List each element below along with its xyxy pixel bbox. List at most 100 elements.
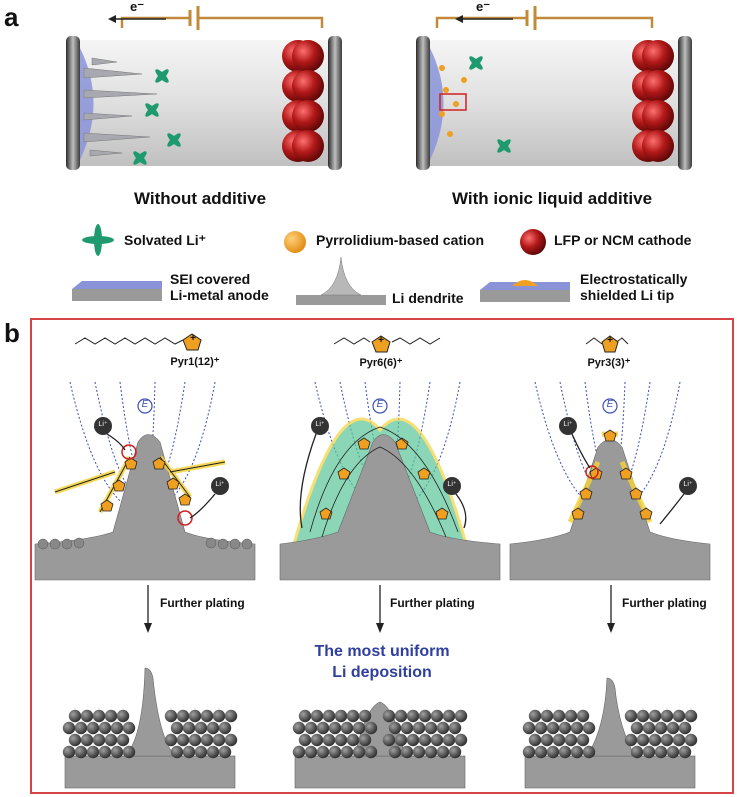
li-deposit-ball [394, 709, 408, 723]
li-deposit-ball [110, 721, 124, 735]
li-deposit-ball [436, 721, 450, 735]
electron-arrow-right [455, 15, 513, 23]
li-deposit-ball [170, 745, 184, 759]
li-deposit-ball [116, 709, 130, 723]
solvated-li-icon [133, 69, 181, 165]
li-deposit-ball [624, 709, 638, 723]
li-deposit-ball [62, 745, 76, 759]
li-deposit-ball [534, 721, 548, 735]
li-deposit-ball [80, 733, 94, 747]
li-deposit-ball [194, 745, 208, 759]
li-deposit-ball [642, 745, 656, 759]
column-1-cation-symbol: + [190, 333, 196, 344]
li-deposit-ball [92, 733, 106, 747]
cell-left-title: Without additive [133, 189, 267, 208]
li-deposit-ball [224, 733, 238, 747]
li-deposit-ball [540, 733, 554, 747]
li-deposit-ball [164, 709, 178, 723]
li-deposit-ball [164, 733, 178, 747]
column-2-li-ion-a: Li⁺ [315, 421, 325, 428]
li-deposit-ball [310, 733, 324, 747]
li-deposit-ball [558, 745, 572, 759]
li-deposit-ball [388, 721, 402, 735]
li-deposit-ball [346, 709, 360, 723]
li-deposit-ball [334, 733, 348, 747]
column-3-li-ion-b: Li⁺ [683, 481, 693, 488]
column-1-illustration [34, 333, 256, 581]
li-deposit-ball [292, 745, 306, 759]
legend-pyr-cation: Pyrrolidium-based cation [316, 232, 485, 248]
li-deposit-ball [188, 709, 202, 723]
li-deposit-ball [110, 745, 124, 759]
column-3-ion-label: Pyr3(3)⁺ [587, 357, 631, 369]
li-deposit-ball [564, 709, 578, 723]
column-2-li-ion-b: Li⁺ [447, 481, 457, 488]
li-deposit-ball [328, 745, 342, 759]
li-deposit-ball [218, 745, 232, 759]
li-deposit-ball [364, 745, 378, 759]
li-deposit-ball [182, 721, 196, 735]
li-deposit-ball [442, 733, 456, 747]
li-deposit-ball [322, 709, 336, 723]
li-deposit-ball [304, 721, 318, 735]
li-deposit-ball [534, 745, 548, 759]
legend-dendrite: Li dendrite [392, 290, 464, 306]
column-3-cation-symbol: + [607, 335, 613, 346]
li-deposit-ball [454, 709, 468, 723]
cell-without-additive [66, 6, 342, 170]
panel-a-letter: a [4, 2, 19, 32]
li-deposit-ball [340, 745, 354, 759]
li-deposit-ball [528, 733, 542, 747]
li-deposit-ball [448, 721, 462, 735]
li-deposit-ball [322, 733, 336, 747]
li-deposit-ball [122, 745, 136, 759]
li-deposit-ball [358, 709, 372, 723]
li-deposit-ball [636, 709, 650, 723]
li-deposit-ball [104, 709, 118, 723]
electron-label-left: e⁻ [130, 0, 145, 14]
shielded-tip-legend-icon [480, 280, 570, 302]
li-deposit-ball [630, 745, 644, 759]
deposition-result-2 [292, 701, 468, 789]
li-deposit-ball [424, 721, 438, 735]
li-deposit-ball [442, 709, 456, 723]
li-deposit-ball [352, 745, 366, 759]
li-deposit-ball [212, 709, 226, 723]
li-deposit-ball [654, 721, 668, 735]
li-deposit-ball [364, 721, 378, 735]
li-deposit-ball [194, 721, 208, 735]
li-deposit-ball [406, 733, 420, 747]
li-deposit-ball [406, 709, 420, 723]
li-deposit-ball [104, 733, 118, 747]
legend-shield-line2: shielded Li tip [580, 287, 675, 303]
li-deposit-ball [200, 733, 214, 747]
li-deposit-ball [310, 709, 324, 723]
electron-arrow-left [108, 15, 166, 23]
li-deposit-ball [352, 721, 366, 735]
electron-label-right: e⁻ [476, 0, 491, 14]
li-deposit-ball [666, 745, 680, 759]
column-2-ion-label: Pyr6(6)⁺ [359, 357, 403, 369]
li-deposit-ball [68, 733, 82, 747]
li-deposit-ball [570, 745, 584, 759]
li-deposit-ball [80, 709, 94, 723]
li-deposit-ball [424, 745, 438, 759]
li-deposit-ball [86, 721, 100, 735]
uniform-line2: Li deposition [332, 664, 432, 681]
li-deposit-ball [678, 745, 692, 759]
li-deposit-ball [684, 709, 698, 723]
legend-solvated-li: Solvated Li⁺ [124, 232, 207, 248]
li-deposit-ball [86, 745, 100, 759]
li-deposit-ball [224, 709, 238, 723]
column-3-field-symbol: E [606, 399, 614, 410]
li-deposit-ball [116, 733, 130, 747]
plating-arrow-1 [144, 585, 152, 633]
li-deposit-ball [630, 721, 644, 735]
li-deposit-ball [62, 721, 76, 735]
li-deposit-ball [564, 733, 578, 747]
li-deposit-ball [298, 709, 312, 723]
plating-arrow-2 [376, 585, 384, 633]
li-deposit-ball [200, 709, 214, 723]
uniform-line1: The most uniform [314, 643, 450, 660]
li-deposit-ball [582, 745, 596, 759]
